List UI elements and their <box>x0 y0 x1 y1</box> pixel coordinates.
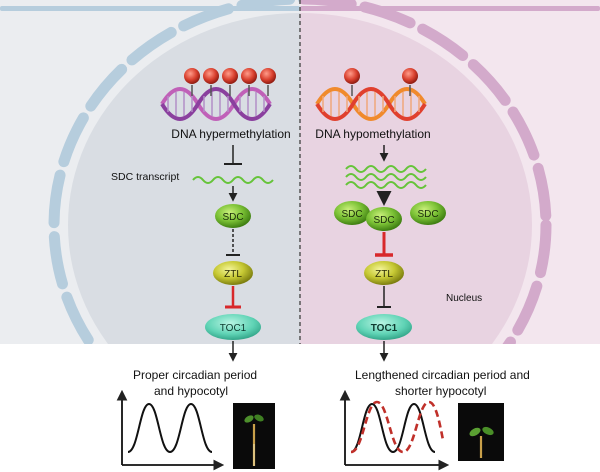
ztl-protein-left <box>213 261 253 285</box>
left-rhythm-curve <box>127 402 213 454</box>
methyl-group-icon <box>344 68 360 96</box>
left-rhythm-plot <box>116 389 225 471</box>
sdc-right-label-3: SDC <box>417 209 438 220</box>
ztl-right-label: ZTL <box>375 269 393 280</box>
nuclear-envelope-left <box>48 0 300 344</box>
right-rhythm-curve-lengthened <box>350 400 445 454</box>
dna-helix-left-icon <box>160 87 272 121</box>
right-rhythm-plot <box>339 389 450 471</box>
left-transcript-wave-icon <box>192 176 274 184</box>
methyl-group-icon <box>184 68 200 96</box>
methyl-groups-left <box>184 68 276 96</box>
sdc-right-label-2: SDC <box>373 215 394 226</box>
methyl-groups-right <box>344 68 418 96</box>
methyl-group-icon <box>260 68 276 96</box>
right-seedling-image <box>458 403 504 461</box>
toc1-left-label: TOC1 <box>220 323 247 334</box>
transcript-label: SDC transcript <box>111 171 179 183</box>
sdc-protein-right-1 <box>334 201 370 225</box>
sdc-protein-right-3 <box>410 201 446 225</box>
left-seedling-image <box>233 403 275 469</box>
left-phenotype-line2: and hypocotyl <box>154 384 228 398</box>
toc1-protein-right <box>356 314 412 340</box>
toc1-right-label: TOC1 <box>371 323 398 334</box>
sdc-protein-right-2 <box>366 207 402 231</box>
phenotype-background <box>0 344 600 472</box>
right-phenotype-line2: shorter hypocotyl <box>395 384 486 398</box>
nuclear-envelope-right <box>300 0 552 344</box>
right-phenotype-line1: Lengthened circadian period and <box>355 368 530 382</box>
sdc-right-label-1: SDC <box>341 209 362 220</box>
methyl-group-icon <box>203 68 219 96</box>
ztl-protein-right <box>364 261 404 285</box>
sdc-protein-left <box>215 204 251 228</box>
right-transcript-waves-icon <box>345 165 427 189</box>
toc1-protein-left <box>205 314 261 340</box>
methyl-group-icon <box>241 68 257 96</box>
right-methylation-label: DNA hypomethylation <box>315 127 430 141</box>
ztl-left-label: ZTL <box>224 269 242 280</box>
methyl-group-icon <box>222 68 238 96</box>
methyl-group-icon <box>402 68 418 96</box>
nucleus-label: Nucleus <box>446 293 482 304</box>
left-methylation-label: DNA hypermethylation <box>171 127 290 141</box>
sdc-left-label: SDC <box>222 212 243 223</box>
left-phenotype-line1: Proper circadian period <box>133 368 257 382</box>
dna-helix-right-icon <box>315 87 427 121</box>
